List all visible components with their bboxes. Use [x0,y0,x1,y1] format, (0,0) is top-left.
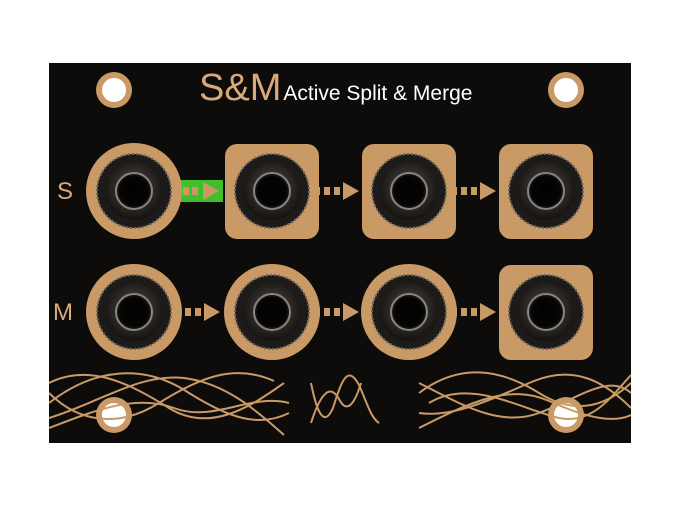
row-s-connector-1 [175,180,223,202]
mounting-hole-bottom-left [96,397,132,433]
mounting-hole-top-left [96,72,132,108]
module-subtitle: Active Split & Merge [283,82,473,105]
jack-s1[interactable] [86,143,182,239]
panel-artwork [49,72,631,436]
jack-s2[interactable] [225,144,319,239]
row-m-connector-2 [314,303,359,321]
wave-art-center [310,374,380,424]
jack-m4[interactable] [499,265,593,360]
jack-m3[interactable] [361,264,457,360]
jack-s4[interactable] [499,144,593,239]
row-m-connector-3 [451,303,496,321]
brand-name: S&M [199,67,282,109]
wave-art-left [49,372,290,436]
jack-m2[interactable] [224,264,320,360]
row-s-connector-3 [451,182,496,200]
wave-art-right [418,371,631,429]
row-label-m: M [53,299,73,326]
row-s-connector-2 [314,182,359,200]
module-panel: S&MActive Split & Merge S M [49,63,631,443]
module-title: S&MActive Split & Merge [199,67,472,110]
row-label-s: S [57,178,74,205]
mounting-hole-top-right [548,72,584,108]
jack-m1[interactable] [86,264,182,360]
jack-s3[interactable] [362,144,456,239]
